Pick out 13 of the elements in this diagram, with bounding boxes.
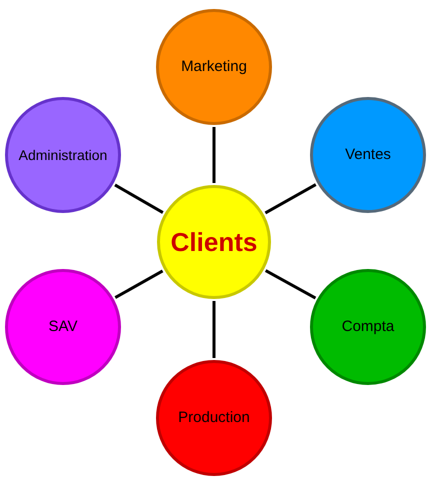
node-label: Marketing — [181, 56, 247, 77]
node-label: Production — [178, 408, 250, 428]
connector-line — [114, 184, 164, 214]
connector-line — [264, 183, 316, 214]
connector-line — [264, 269, 316, 300]
connector-line — [114, 270, 164, 299]
node-label: Administration — [18, 146, 108, 164]
node-label: Clients — [170, 226, 258, 258]
connector-line — [212, 301, 216, 358]
connector-line — [212, 127, 216, 183]
node-label: Compta — [342, 316, 394, 337]
node-label: SAV — [48, 316, 78, 337]
node-label: Ventes — [345, 144, 391, 165]
